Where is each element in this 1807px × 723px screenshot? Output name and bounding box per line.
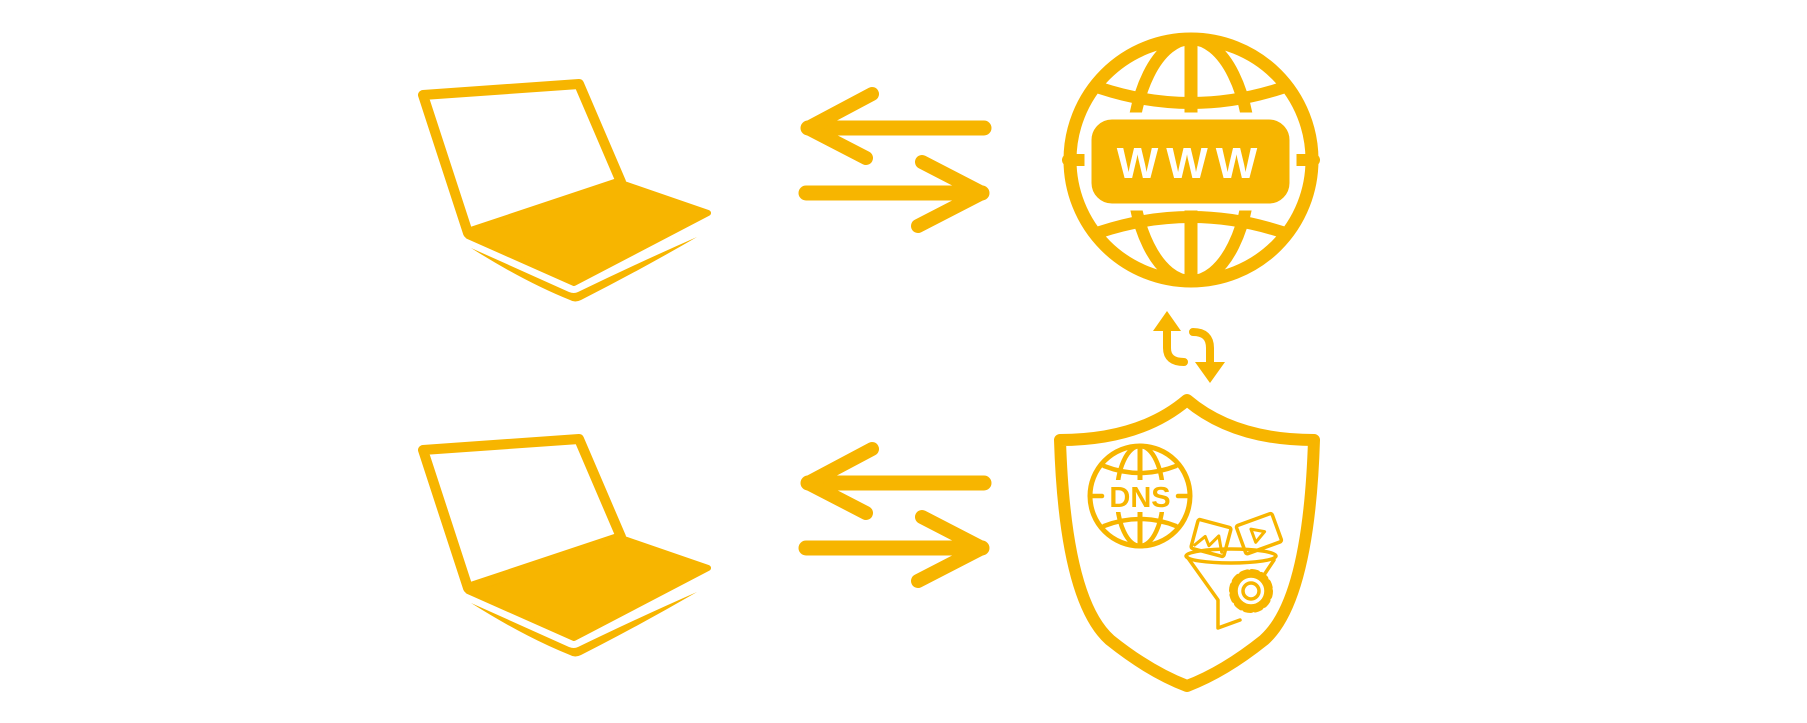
bidirectional-arrows-icon xyxy=(806,94,984,226)
image-card-icon xyxy=(1189,517,1233,559)
video-card-icon xyxy=(1234,511,1284,556)
dns-label: DNS xyxy=(1109,482,1170,514)
bidirectional-arrows-icon xyxy=(806,449,984,581)
shield-icon: DNS xyxy=(1054,394,1320,692)
gear-icon xyxy=(1229,569,1273,613)
laptop-icon xyxy=(423,439,708,657)
dns-globe-icon: DNS xyxy=(1087,443,1193,549)
sync-arrows-icon xyxy=(1153,311,1225,383)
globe-label: WWW xyxy=(1117,139,1266,188)
globe-icon: WWW xyxy=(1062,32,1320,288)
laptop-icon xyxy=(423,84,708,302)
content-filter-funnel-icon xyxy=(1184,511,1284,630)
